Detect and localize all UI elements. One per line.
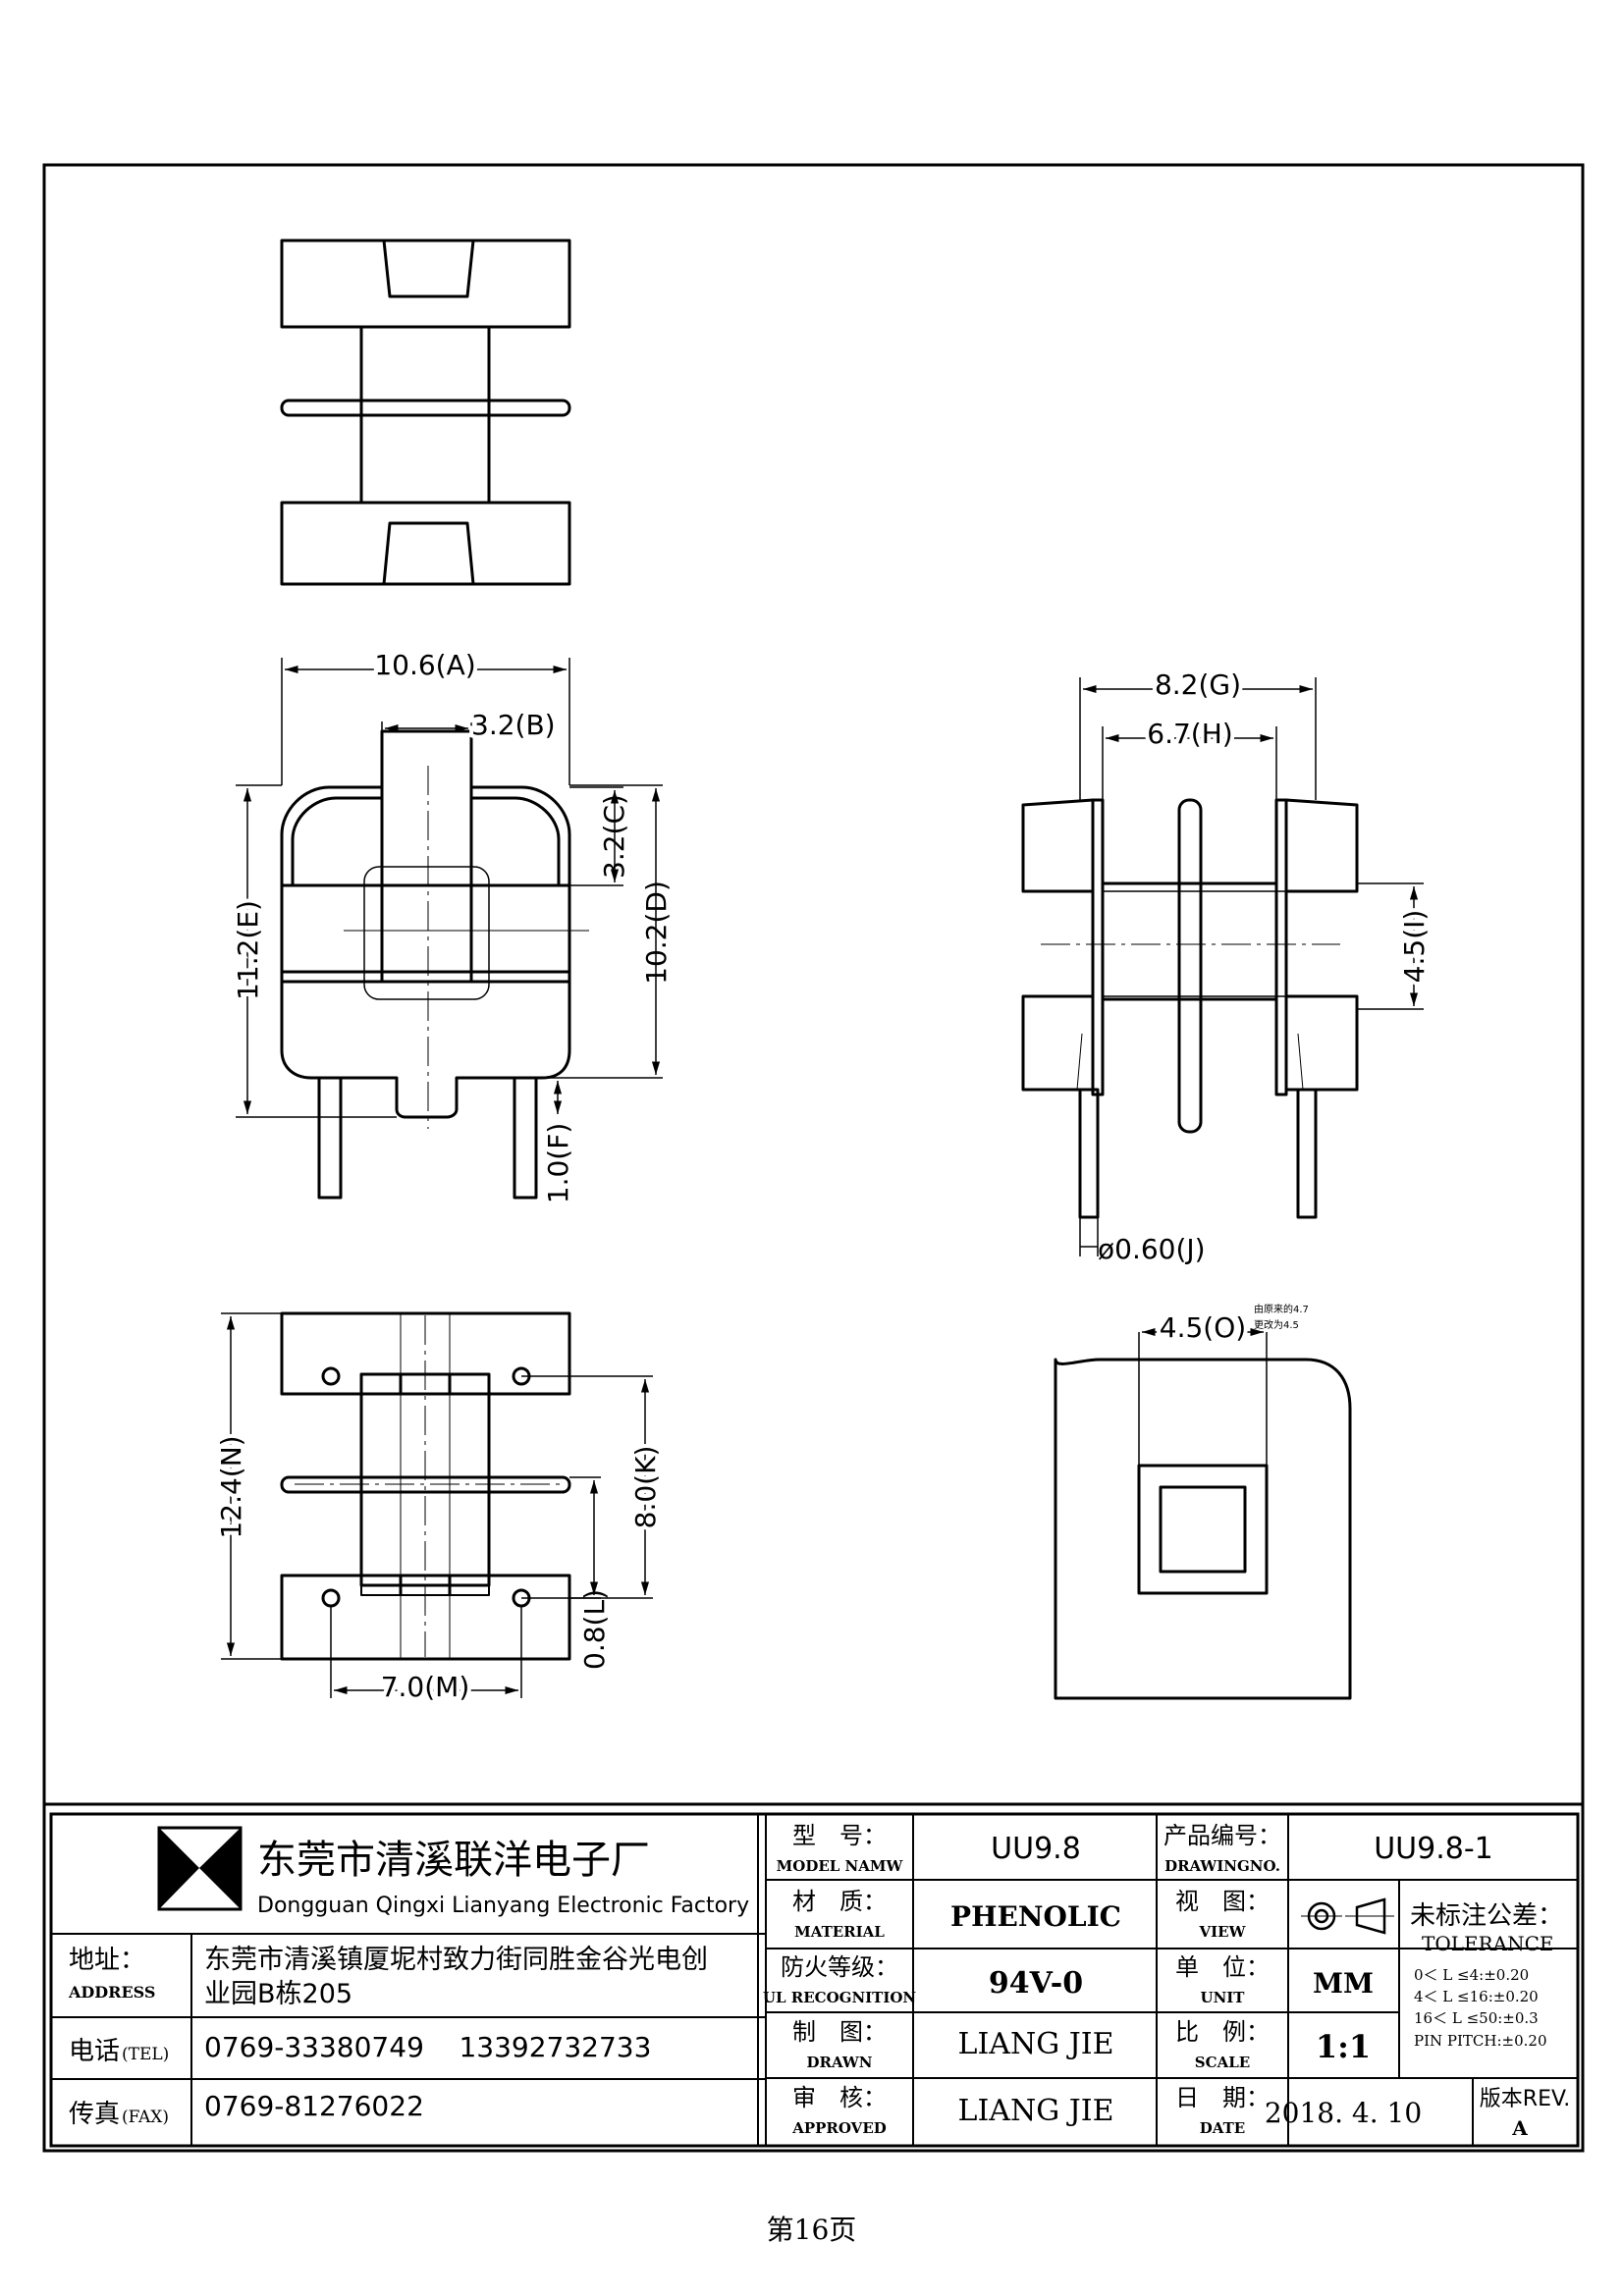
view-label-en: VIEW <box>1199 1923 1247 1941</box>
dim-N-label: 12.4(N) <box>215 1435 247 1538</box>
tel-label-en: (TEL) <box>122 2045 169 2064</box>
scale-label-cn: 比 例： <box>1175 2018 1270 2046</box>
approved-value: LIANG JIE <box>958 2094 1114 2128</box>
ul-label-cn: 防火等级： <box>781 1953 898 1981</box>
ul-value: 94V-0 <box>989 1966 1083 2001</box>
company-name-en: Dongguan Qingxi Lianyang Electronic Fact… <box>257 1894 749 1918</box>
revision-note-line1: 由原来的4.7 <box>1254 1303 1309 1315</box>
unit-label-en: UNIT <box>1201 1989 1246 2006</box>
ul-label-en: UL RECOGNITION <box>763 1989 917 2006</box>
approved-label-en: APPROVED <box>791 2119 887 2137</box>
dim-L-label: 0.8(L) <box>578 1589 611 1670</box>
drawn-label-en: DRAWN <box>807 2054 873 2071</box>
tolerance-label-cn: 未标注公差： <box>1410 1901 1563 1931</box>
dim-A-label: 10.6(A) <box>374 649 475 681</box>
dim-G-label: 8.2(G) <box>1155 668 1241 701</box>
fax-value: 0769-81276022 <box>204 2090 424 2122</box>
drawn-value: LIANG JIE <box>958 2027 1114 2061</box>
dim-M-label: 7.0(M) <box>381 1671 470 1703</box>
tolerance-line-1: 0＜ L ≤4:±0.20 <box>1414 1966 1529 1984</box>
dim-O-label: 4.5(O) <box>1160 1311 1246 1344</box>
material-value: PHENOLIC <box>950 1900 1121 1933</box>
drawing-no-label-cn: 产品编号： <box>1163 1822 1281 1849</box>
drawing-frame <box>42 163 1585 2153</box>
date-label-cn: 日 期： <box>1175 2084 1270 2111</box>
model-label-cn: 型 号： <box>792 1822 887 1849</box>
unit-label-cn: 单 位： <box>1175 1953 1270 1981</box>
address-line1: 东莞市清溪镇厦坭村致力街同胜金谷光电创 <box>204 1945 708 1975</box>
material-label-en: MATERIAL <box>794 1923 885 1941</box>
fax-label-en: (FAX) <box>122 2108 169 2127</box>
dim-F-label: 1.0(F) <box>542 1123 574 1203</box>
fax-label-cn: 传真 <box>69 2100 120 2129</box>
page-number: 第16页 <box>766 2214 857 2246</box>
address-label-en: ADDRESS <box>68 1983 155 2002</box>
approved-label-cn: 审 核： <box>792 2084 887 2111</box>
title-block <box>49 1812 1580 2148</box>
model-value: UU9.8 <box>991 1832 1081 1866</box>
dim-C-label: 3.2(C) <box>598 794 630 879</box>
bottom-view <box>280 1311 571 1661</box>
dim-B-label: 3.2(B) <box>471 709 556 741</box>
address-label-cn: 地址： <box>69 1946 145 1975</box>
revision-note-line2: 更改为4.5 <box>1254 1318 1299 1331</box>
view-label-cn: 视 图： <box>1175 1888 1270 1915</box>
tolerance-line-2: 4＜ L ≤16:±0.20 <box>1414 1988 1539 2005</box>
top-view-bobbin <box>280 239 571 586</box>
company-name-cn: 东莞市清溪联洋电子厂 <box>257 1838 650 1883</box>
company-logo <box>157 1826 243 1911</box>
dim-D-label: 10.2(D) <box>640 881 673 985</box>
rev-label: 版本REV. <box>1480 2087 1570 2111</box>
tolerance-label-en: TOLERANCE <box>1422 1932 1554 1955</box>
date-label-en: DATE <box>1200 2119 1245 2137</box>
unit-value: MM <box>1313 1967 1374 2000</box>
scale-label-en: SCALE <box>1195 2054 1250 2071</box>
material-label-cn: 材 质： <box>792 1888 887 1915</box>
dim-E-label: 11.2(E) <box>232 900 264 1000</box>
address-line2: 业园B栋205 <box>204 1979 352 2009</box>
rev-value: A <box>1511 2116 1528 2140</box>
tel-label-cn: 电话 <box>69 2037 120 2066</box>
projection-view-icon <box>1301 1897 1394 1935</box>
dim-I-label: 4.5(I) <box>1398 910 1431 984</box>
model-label-en: MODEL NAMW <box>777 1857 904 1875</box>
dim-J-label: ø0.60(J) <box>1098 1233 1206 1265</box>
side-view <box>1021 798 1359 1219</box>
dim-K-label: 8.0(K) <box>629 1446 662 1529</box>
scale-value: 1:1 <box>1316 2028 1371 2065</box>
drawn-label-cn: 制 图： <box>792 2018 887 2046</box>
end-view <box>1054 1332 1352 1700</box>
tolerance-line-4: PIN PITCH:±0.20 <box>1414 2032 1547 2050</box>
tel-value: 0769-33380749 13392732733 <box>204 2031 651 2063</box>
drawing-no-label-en: DRAWINGNO. <box>1164 1857 1280 1875</box>
dim-H-label: 6.7(H) <box>1147 718 1232 750</box>
tolerance-line-3: 16＜ L ≤50:±0.3 <box>1414 2009 1539 2027</box>
dimension-lines <box>221 658 1424 1698</box>
drawing-no-value: UU9.8-1 <box>1374 1832 1493 1866</box>
date-value: 2018. 4. 10 <box>1265 2097 1422 2129</box>
